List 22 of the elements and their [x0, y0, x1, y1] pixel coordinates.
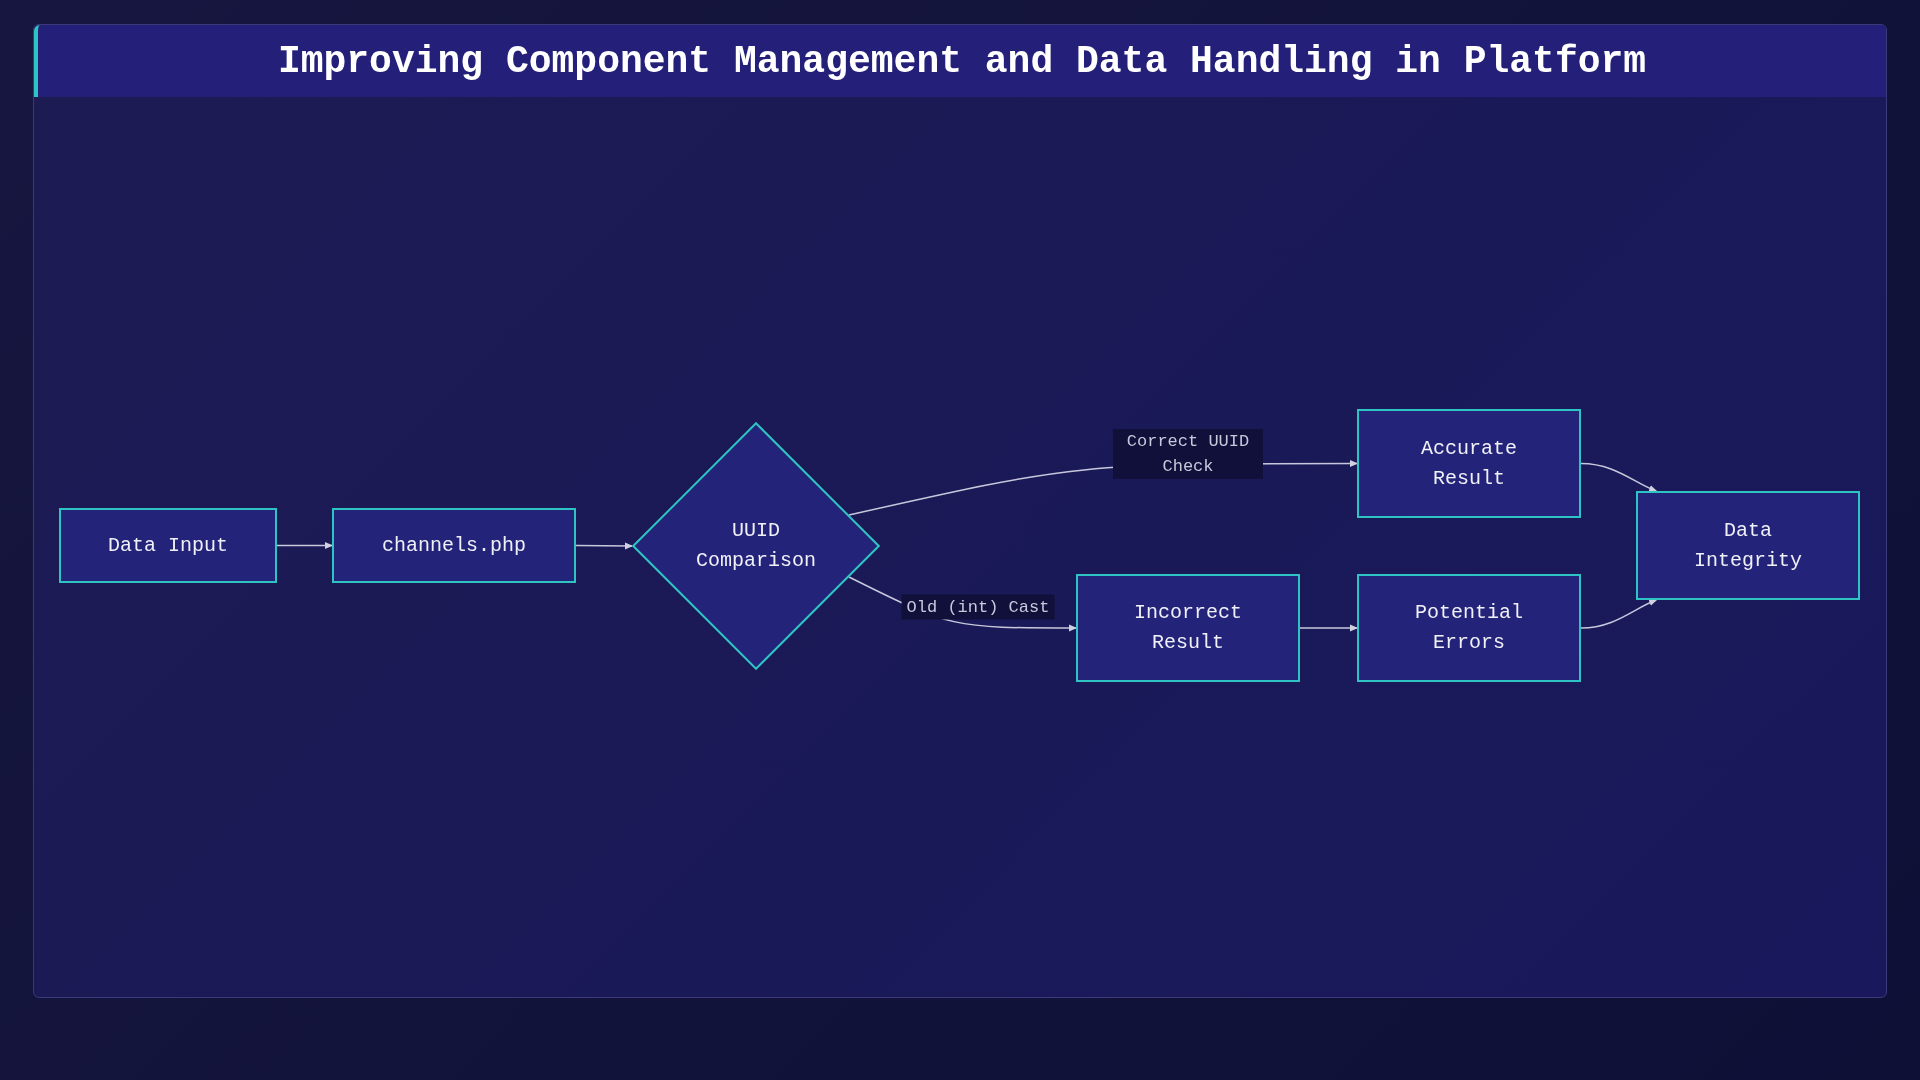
- node-label: channels.php: [381, 532, 527, 559]
- title: Improving Component Management and Data Handling in Platform: [277, 39, 1647, 83]
- arrow: [1580, 599, 1658, 629]
- arrow: [1299, 624, 1358, 632]
- arrow: [276, 542, 333, 549]
- edge-label: Correct UUID Check: [1113, 429, 1263, 479]
- process-box: [59, 508, 277, 583]
- arrow: [1580, 462, 1658, 492]
- decision-diamond: [632, 422, 880, 670]
- process-box: [332, 508, 576, 583]
- node-label: Data Integrity: [1693, 517, 1803, 574]
- node-label: UUID Comparison: [695, 518, 817, 574]
- node-label: Potential Errors: [1414, 600, 1524, 656]
- process-box: [1636, 491, 1860, 600]
- process-box: [1357, 574, 1581, 682]
- node-label: Data Input: [107, 532, 229, 559]
- arrow: [575, 542, 633, 550]
- node-label: Incorrect Result: [1133, 600, 1243, 656]
- process-box: [1357, 409, 1581, 518]
- node-label: Accurate Result: [1420, 435, 1518, 492]
- process-box: [1076, 574, 1300, 682]
- edge-label: Old (int) Cast: [901, 594, 1055, 620]
